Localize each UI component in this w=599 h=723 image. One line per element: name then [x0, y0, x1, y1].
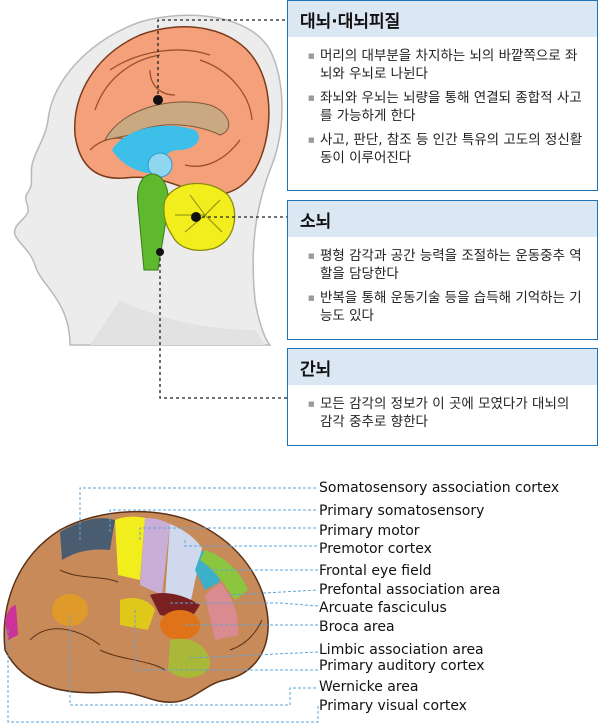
diencephalon — [148, 153, 172, 177]
panel-title: 간뇌 — [288, 349, 597, 385]
list-item: 사고, 판단, 참조 등 인간 특유의 고도의 정신활동이 이루어진다 — [308, 131, 585, 167]
region-broca — [160, 610, 200, 640]
label-prefrontal-association: Prefontal association area — [319, 583, 500, 598]
label-frontal-eye-field: Frontal eye field — [319, 564, 432, 579]
label-primary-visual: Primary visual cortex — [319, 699, 467, 714]
label-primary-motor: Primary motor — [319, 524, 420, 539]
label-premotor-cortex: Premotor cortex — [319, 542, 432, 557]
connector-dot-cerebellum — [191, 212, 201, 222]
panel-list: 모든 감각의 정보가 이 곳에 모였다가 대뇌의 감각 중추로 향한다 — [288, 385, 597, 431]
list-item: 평형 감각과 공간 능력을 조절하는 운동중추 역할을 담당한다 — [308, 247, 585, 283]
label-somatosensory-association: Somatosensory association cortex — [319, 481, 559, 496]
brain-areas-illustration — [0, 470, 320, 723]
panel-title: 소뇌 — [288, 201, 597, 237]
label-primary-auditory: Primary auditory cortex — [319, 659, 484, 674]
list-item: 좌뇌와 우뇌는 뇌량을 통해 연결되 종합적 사고를 가능하게 한다 — [308, 89, 585, 125]
label-broca-area: Broca area — [319, 620, 395, 635]
list-item: 모든 감각의 정보가 이 곳에 모였다가 대뇌의 감각 중추로 향한다 — [308, 395, 585, 431]
connector-dot-cerebrum — [153, 95, 163, 105]
label-wernicke-area: Wernicke area — [319, 680, 419, 695]
connector-dot-diencephalon — [156, 248, 164, 256]
list-item: 반복을 통해 운동기술 등을 습득해 기억하는 기능도 있다 — [308, 289, 585, 325]
label-arcuate-fasciculus: Arcuate fasciculus — [319, 601, 447, 616]
panel-diencephalon: 간뇌 모든 감각의 정보가 이 곳에 모였다가 대뇌의 감각 중추로 향한다 — [287, 348, 598, 446]
panel-cerebrum: 대뇌·대뇌피질 머리의 대부분을 차지하는 뇌의 바깥쪽으로 좌뇌와 우뇌로 나… — [287, 0, 598, 191]
label-limbic-association: Limbic association area — [319, 643, 484, 658]
panel-cerebellum: 소뇌 평형 감각과 공간 능력을 조절하는 운동중추 역할을 담당한다 반복을 … — [287, 200, 598, 340]
panel-list: 머리의 대부분을 차지하는 뇌의 바깥쪽으로 좌뇌와 우뇌로 나뉜다 좌뇌와 우… — [288, 37, 597, 167]
label-primary-somatosensory: Primary somatosensory — [319, 504, 484, 519]
panel-title: 대뇌·대뇌피질 — [288, 1, 597, 37]
region-primary-somatosensory — [115, 517, 145, 580]
panel-list: 평형 감각과 공간 능력을 조절하는 운동중추 역할을 담당한다 반복을 통해 … — [288, 237, 597, 325]
list-item: 머리의 대부분을 차지하는 뇌의 바깥쪽으로 좌뇌와 우뇌로 나뉜다 — [308, 47, 585, 83]
